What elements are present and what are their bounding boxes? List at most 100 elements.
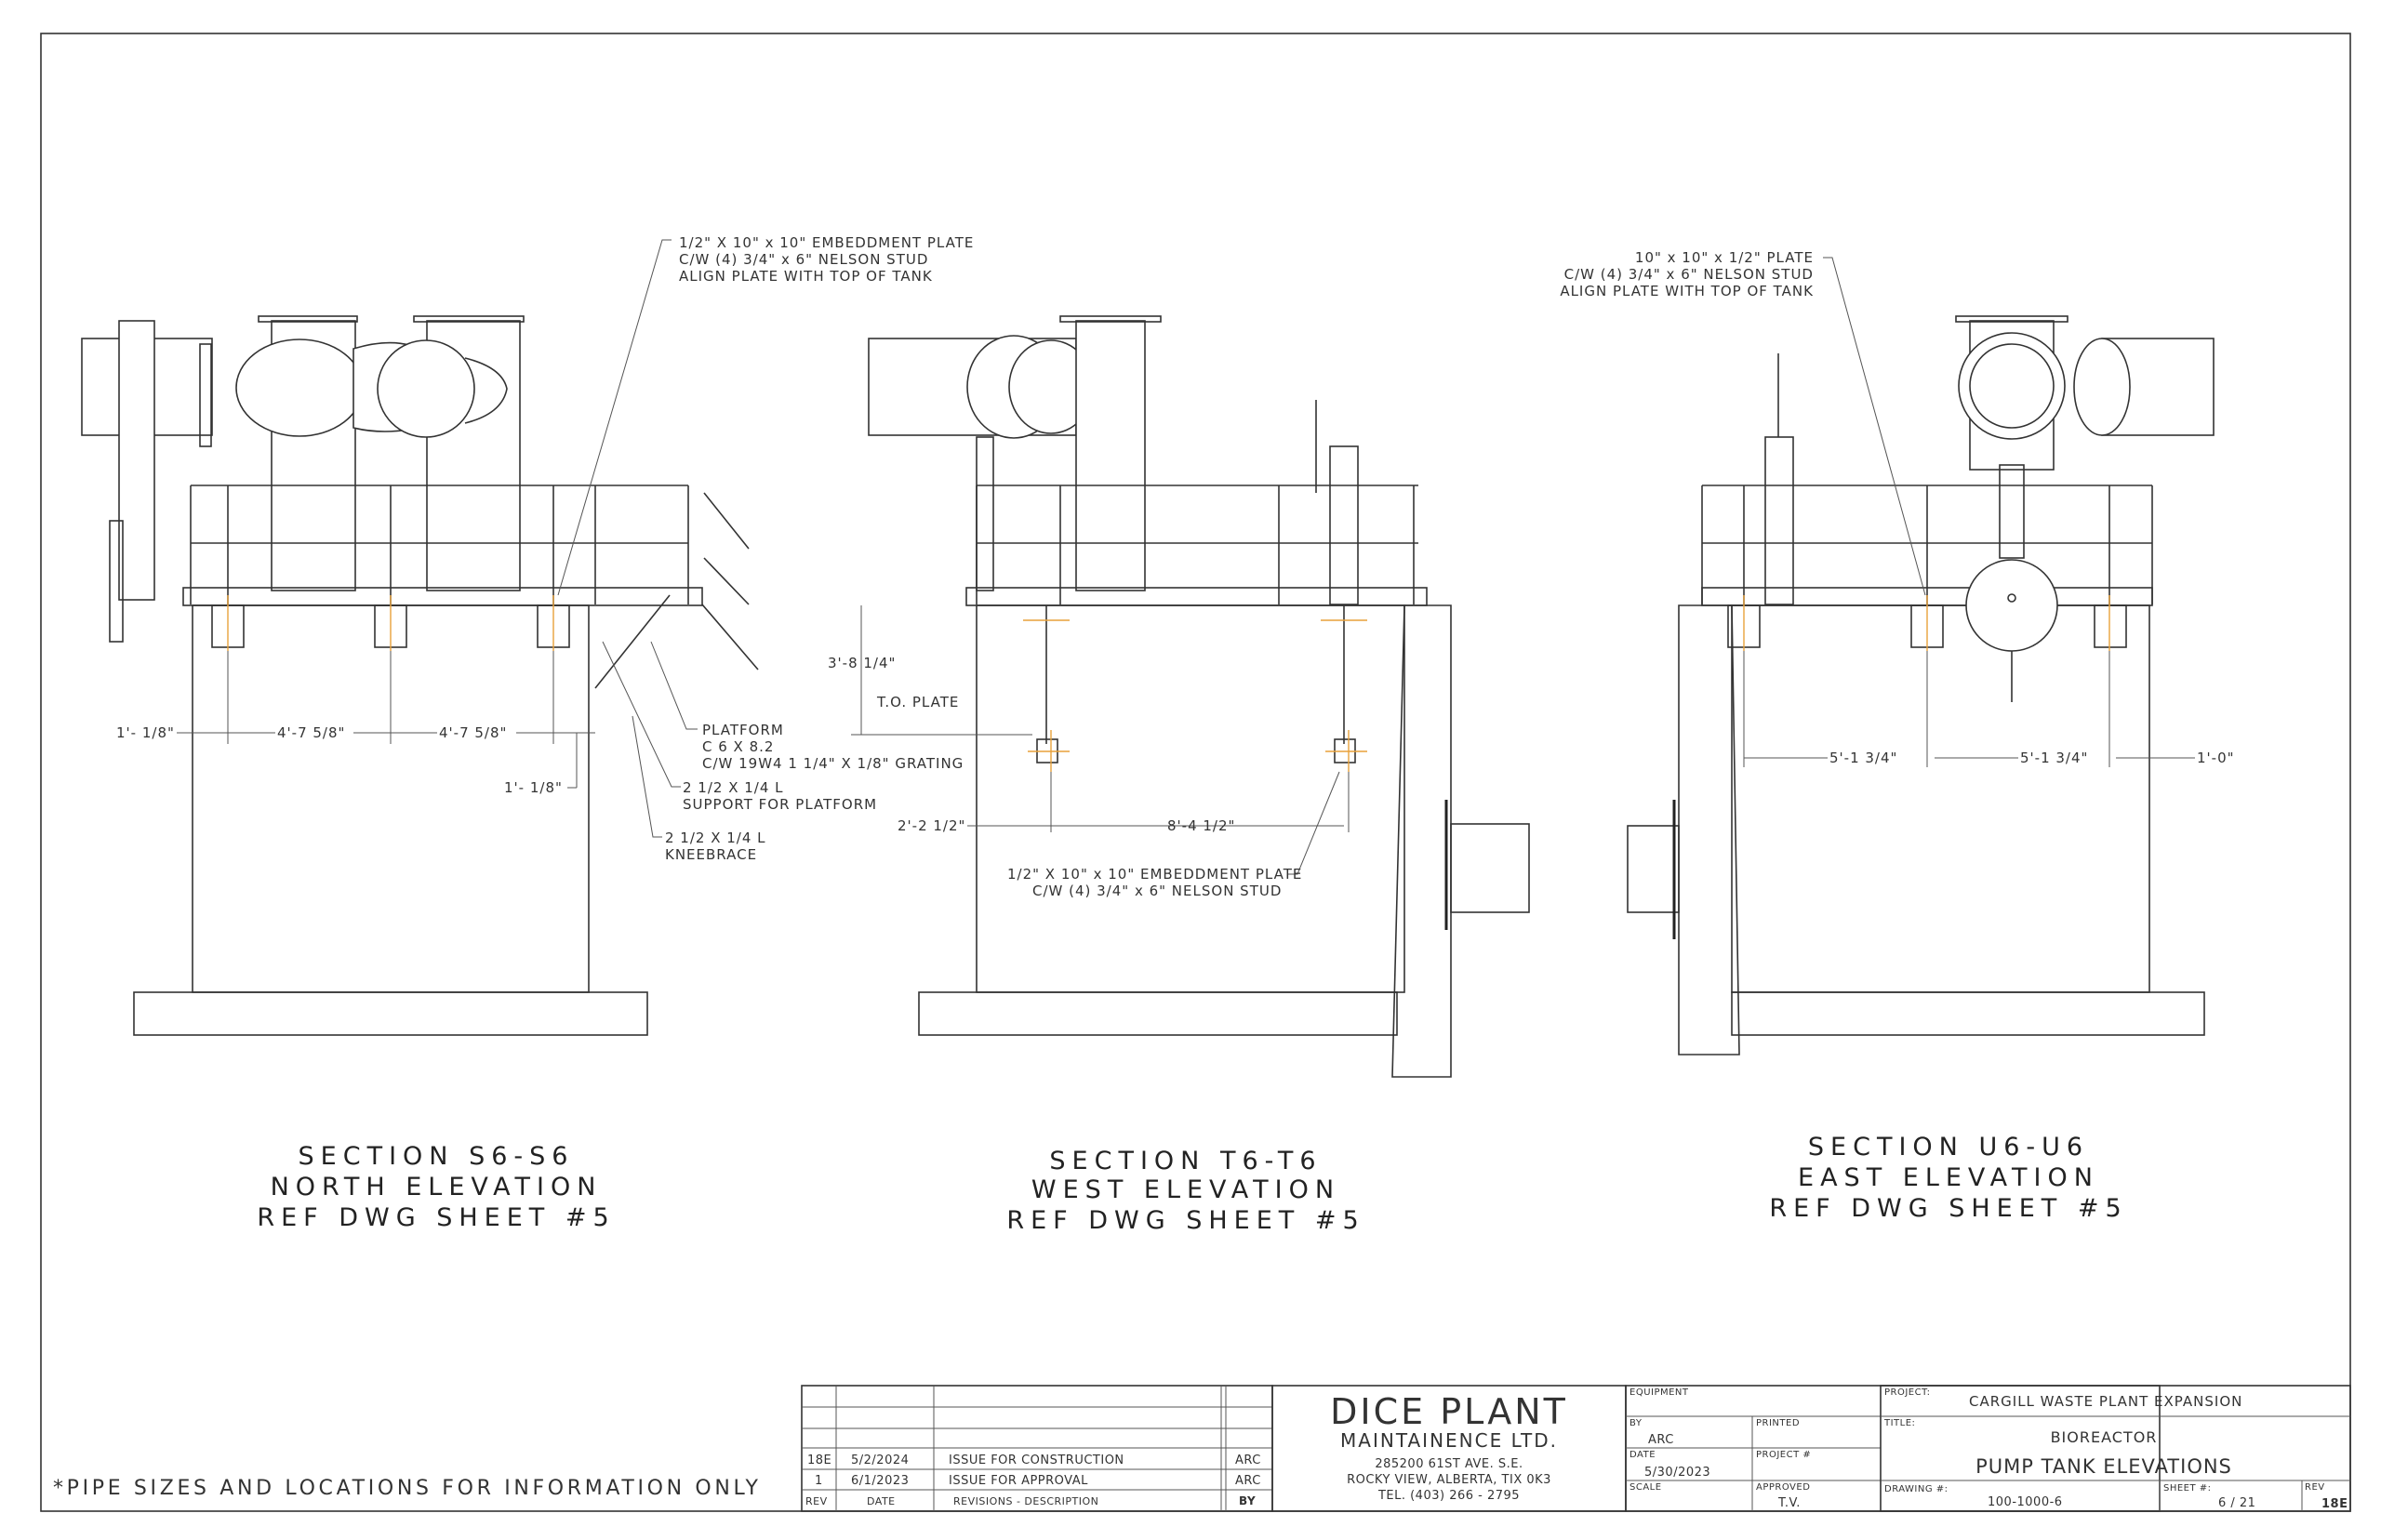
footing	[918, 991, 1398, 1036]
section-subtitle: EAST ELEVATION	[1798, 1163, 2099, 1192]
note-embedment-line: ALIGN PLATE WITH TOP OF TANK	[1560, 283, 1814, 299]
project-value: CARGILL WASTE PLANT EXPANSION	[1969, 1393, 2242, 1410]
revision-table: 18E 5/2/2024 ISSUE FOR CONSTRUCTION ARC …	[801, 1385, 1273, 1512]
section-reference: REF DWG SHEET #5	[1769, 1194, 2127, 1223]
section-t6-drawing: 3'-8 1/4" T.O. PLATE 2'-2 1/2" 8'-4 1/2"…	[828, 315, 1530, 1235]
dim-label: T.O. PLATE	[876, 694, 959, 710]
dim-label: 1'- 1/8"	[116, 724, 175, 741]
rev-number: 18E	[807, 1454, 831, 1467]
company-address: ROCKY VIEW, ALBERTA, TIX 0K3	[1347, 1473, 1551, 1487]
dim-label: 1'-0"	[2197, 750, 2235, 766]
vertical-pipe	[271, 320, 356, 591]
dim-label: 2'-2 1/2"	[898, 817, 965, 834]
section-reference: REF DWG SHEET #5	[1006, 1206, 1364, 1235]
section-subtitle: WEST ELEVATION	[1031, 1175, 1340, 1204]
vertical-pipe	[1075, 320, 1146, 591]
date-value: 5/30/2023	[1644, 1466, 1710, 1480]
company-block: DICE PLANT MAINTAINENCE LTD. 285200 61ST…	[1271, 1385, 1627, 1512]
footnote: *PIPE SIZES AND LOCATIONS FOR INFORMATIO…	[53, 1477, 760, 1500]
footing	[133, 991, 648, 1036]
header-date: DATE	[867, 1495, 896, 1507]
drawing-subtitle: PUMP TANK ELEVATIONS	[1975, 1455, 2232, 1478]
section-title: SECTION U6-U6	[1808, 1133, 2089, 1162]
note-embedment-line: 1/2" X 10" x 10" EMBEDDMENT PLATE	[1007, 866, 1302, 883]
note-embedment-line: C/W (4) 3/4" x 6" NELSON STUD	[679, 251, 928, 268]
note-kneebrace-line: 2 1/2 X 1/4 L	[665, 830, 766, 846]
section-title: SECTION S6-S6	[299, 1142, 575, 1171]
note-platform-line: C/W 19W4 1 1/4" X 1/8" GRATING	[702, 755, 964, 772]
section-subtitle: NORTH ELEVATION	[271, 1173, 603, 1201]
dim-label: 1'- 1/8"	[504, 779, 563, 796]
rev-description: ISSUE FOR CONSTRUCTION	[949, 1454, 1124, 1467]
scale-label: SCALE	[1629, 1482, 1662, 1493]
note-embedment-line: C/W (4) 3/4" x 6" NELSON STUD	[1032, 883, 1282, 899]
note-platform-line: C 6 X 8.2	[702, 738, 774, 755]
dim-label: 5'-1 3/4"	[2020, 750, 2088, 766]
dim-label: 3'-8 1/4"	[828, 655, 896, 671]
hatched-wall	[1391, 604, 1452, 1078]
note-support-line: SUPPORT FOR PLATFORM	[683, 796, 877, 813]
section-s6-drawing: 1'- 1/8" 4'-7 5/8" 4'-7 5/8" 1'- 1/8" 1/…	[81, 234, 974, 1232]
note-kneebrace-line: KNEEBRACE	[665, 846, 757, 863]
drawing-number-label: DRAWING #:	[1884, 1484, 1949, 1494]
rev-value: 18E	[2321, 1497, 2348, 1511]
platform-beam	[182, 587, 703, 606]
header-rev: REV	[805, 1495, 828, 1507]
company-address: 285200 61ST AVE. S.E.	[1375, 1457, 1523, 1471]
valve-actuator	[118, 320, 155, 601]
dim-label: 8'-4 1/2"	[1167, 817, 1235, 834]
sheet-label: SHEET #:	[2163, 1483, 2212, 1494]
vertical-pipe	[426, 320, 521, 591]
company-subtitle: MAINTAINENCE LTD.	[1340, 1429, 1558, 1452]
revision-row: 1 6/1/2023 ISSUE FOR APPROVAL ARC	[815, 1474, 1261, 1488]
header-description: REVISIONS - DESCRIPTION	[953, 1495, 1098, 1507]
printed-label: PRINTED	[1756, 1418, 1800, 1428]
drawing-title: BIOREACTOR	[2051, 1428, 2158, 1446]
section-reference: REF DWG SHEET #5	[257, 1203, 615, 1232]
date-label: DATE	[1629, 1450, 1656, 1460]
sheet-border	[40, 33, 2351, 1512]
section-title: SECTION T6-T6	[1049, 1147, 1322, 1175]
hatched-wall	[1678, 604, 1740, 1055]
approved-value: T.V.	[1777, 1496, 1801, 1510]
rev-description: ISSUE FOR APPROVAL	[949, 1474, 1088, 1488]
footing	[1731, 991, 2205, 1036]
dim-label: 4'-7 5/8"	[277, 724, 345, 741]
tank-wall	[1731, 604, 2150, 993]
rev-date: 6/1/2023	[851, 1474, 909, 1488]
note-embedment-line: ALIGN PLATE WITH TOP OF TANK	[679, 268, 933, 285]
drawing-number: 100-1000-6	[1988, 1495, 2063, 1509]
company-name: DICE PLANT	[1330, 1391, 1568, 1432]
note-support-line: 2 1/2 X 1/4 L	[683, 779, 784, 796]
equipment-label: EQUIPMENT	[1629, 1387, 1689, 1398]
section-u6-drawing: 5'-1 3/4" 5'-1 3/4" 1'-0" 10" x 10" x 1/…	[1560, 249, 2235, 1223]
wall-box	[1450, 823, 1530, 913]
rev-number: 1	[815, 1474, 823, 1488]
dim-label: 4'-7 5/8"	[439, 724, 507, 741]
rev-date: 5/2/2024	[851, 1454, 909, 1467]
tank-wall	[976, 604, 1405, 993]
rev-by: ARC	[1235, 1454, 1261, 1467]
dim-label: 5'-1 3/4"	[1829, 750, 1897, 766]
header-by: BY	[1239, 1494, 1256, 1507]
wall-box	[1627, 825, 1680, 913]
note-embedment-line: 1/2" X 10" x 10" EMBEDDMENT PLATE	[679, 234, 974, 251]
note-embedment-line: C/W (4) 3/4" x 6" NELSON STUD	[1564, 266, 1814, 283]
note-platform-line: PLATFORM	[702, 722, 784, 738]
flange	[199, 343, 212, 447]
sheet-number: 6 / 21	[2218, 1496, 2255, 1510]
rev-by: ARC	[1235, 1474, 1261, 1488]
pump-sphere	[1965, 559, 2058, 652]
by-label: BY	[1629, 1418, 1643, 1428]
approved-label: APPROVED	[1756, 1482, 1810, 1493]
title-label: TITLE:	[1883, 1418, 1915, 1428]
project-label: PROJECT:	[1884, 1387, 1930, 1398]
project-number-label: PROJECT #	[1756, 1450, 1811, 1460]
by-value: ARC	[1648, 1433, 1674, 1447]
elbow-pipe	[235, 339, 364, 437]
flange-bolt-circle	[1958, 332, 2066, 440]
note-embedment-line: 10" x 10" x 1/2" PLATE	[1635, 249, 1814, 266]
flange-bolt-circle	[377, 339, 475, 438]
rev-label: REV	[2305, 1482, 2325, 1493]
